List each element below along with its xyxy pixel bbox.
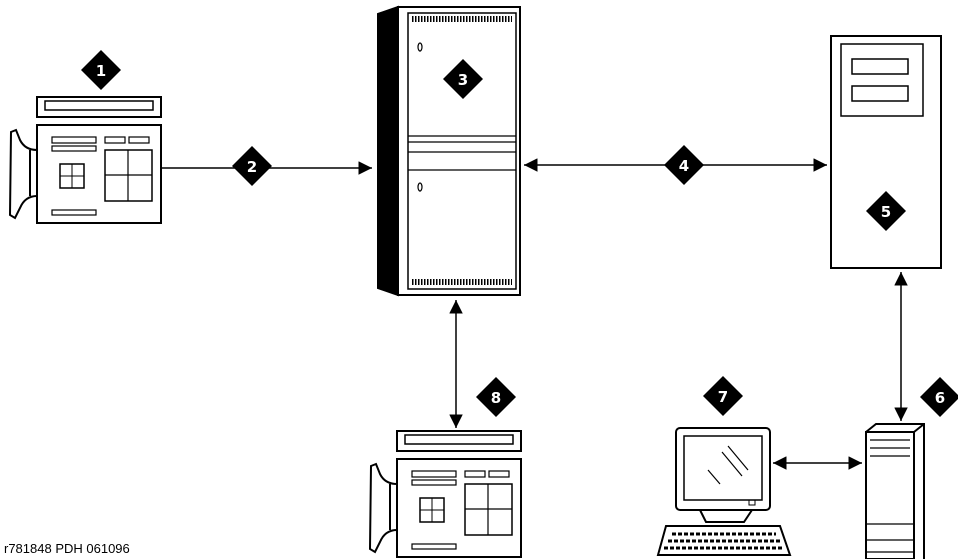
server-tower-icon: [830, 35, 942, 269]
callout-6: 6: [920, 377, 958, 417]
switch-cabinet-icon: [377, 5, 521, 297]
telephone-icon-bottom: [368, 430, 522, 558]
telephone-icon-left: [8, 96, 162, 224]
figure-caption: r781848 PDH 061096: [4, 541, 130, 556]
callout-3: 3: [443, 59, 483, 99]
callout-2-label: 2: [247, 158, 257, 176]
callout-6-label: 6: [935, 389, 945, 407]
callout-3-label: 3: [458, 71, 468, 89]
callout-7-label: 7: [718, 388, 728, 406]
callout-1: 1: [81, 50, 121, 90]
callout-4-label: 4: [679, 157, 689, 175]
terminal-icon: [656, 427, 792, 556]
callout-8: 8: [476, 377, 516, 417]
callout-7: 7: [703, 376, 743, 416]
connectors: [162, 158, 908, 470]
callout-5-label: 5: [881, 203, 891, 221]
callout-8-label: 8: [491, 389, 501, 407]
tower-pc-icon: [865, 423, 925, 559]
callout-4: 4: [664, 145, 704, 185]
callout-2: 2: [232, 146, 272, 186]
callout-1-label: 1: [96, 62, 106, 80]
callout-5: 5: [866, 191, 906, 231]
